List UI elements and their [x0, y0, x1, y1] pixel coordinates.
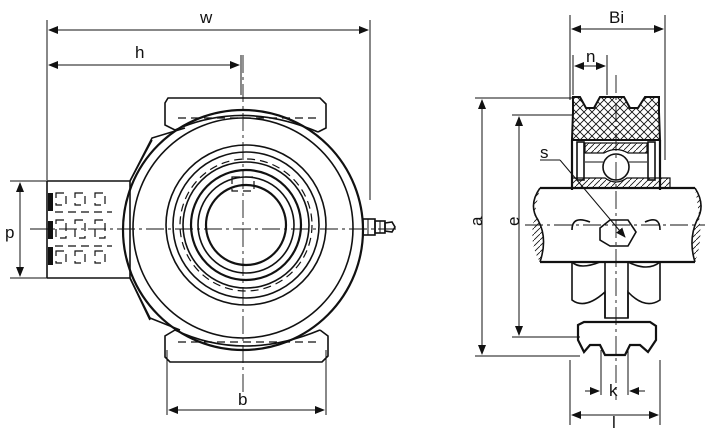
bearing-ring [182, 161, 310, 289]
label-e: e [504, 217, 523, 226]
side-view: Bi n s a e k l [467, 8, 705, 432]
arm-edge [129, 139, 153, 182]
label-bi: Bi [609, 8, 624, 27]
lower-housing [571, 262, 661, 319]
s-leader-arrow [559, 159, 626, 238]
arm-upper-edge [47, 127, 186, 182]
label-n: n [586, 47, 595, 66]
bearing-ring [172, 151, 320, 299]
shaft [532, 186, 702, 264]
label-p: p [5, 223, 14, 242]
bottom-foot [164, 329, 329, 363]
hidden-screw [231, 176, 255, 192]
collar-edges [571, 219, 661, 231]
label-h: h [135, 43, 144, 62]
housing-lower-curves [571, 261, 661, 268]
top-foot [164, 97, 327, 133]
inner-ring-section [571, 177, 671, 189]
set-screw [599, 219, 637, 247]
hidden-circle [179, 158, 313, 292]
arm-edge [129, 277, 151, 321]
label-b: b [238, 390, 247, 409]
grease-nipple [362, 218, 396, 236]
seal-left [576, 141, 585, 181]
front-view: w h p b [5, 8, 400, 415]
bottom-foot-section [576, 320, 658, 357]
label-s: s [540, 143, 549, 162]
label-l: l [612, 413, 616, 432]
bearing-ring [189, 168, 303, 282]
housing-top-arc [174, 114, 319, 133]
label-a: a [467, 216, 486, 226]
bearing-outer-ring [165, 144, 327, 306]
seal-right [647, 141, 656, 181]
arm-lower-edge [47, 277, 181, 331]
label-w: w [199, 8, 213, 27]
label-k: k [609, 381, 618, 400]
bore [204, 183, 288, 267]
housing-bottom-arc [174, 329, 321, 347]
